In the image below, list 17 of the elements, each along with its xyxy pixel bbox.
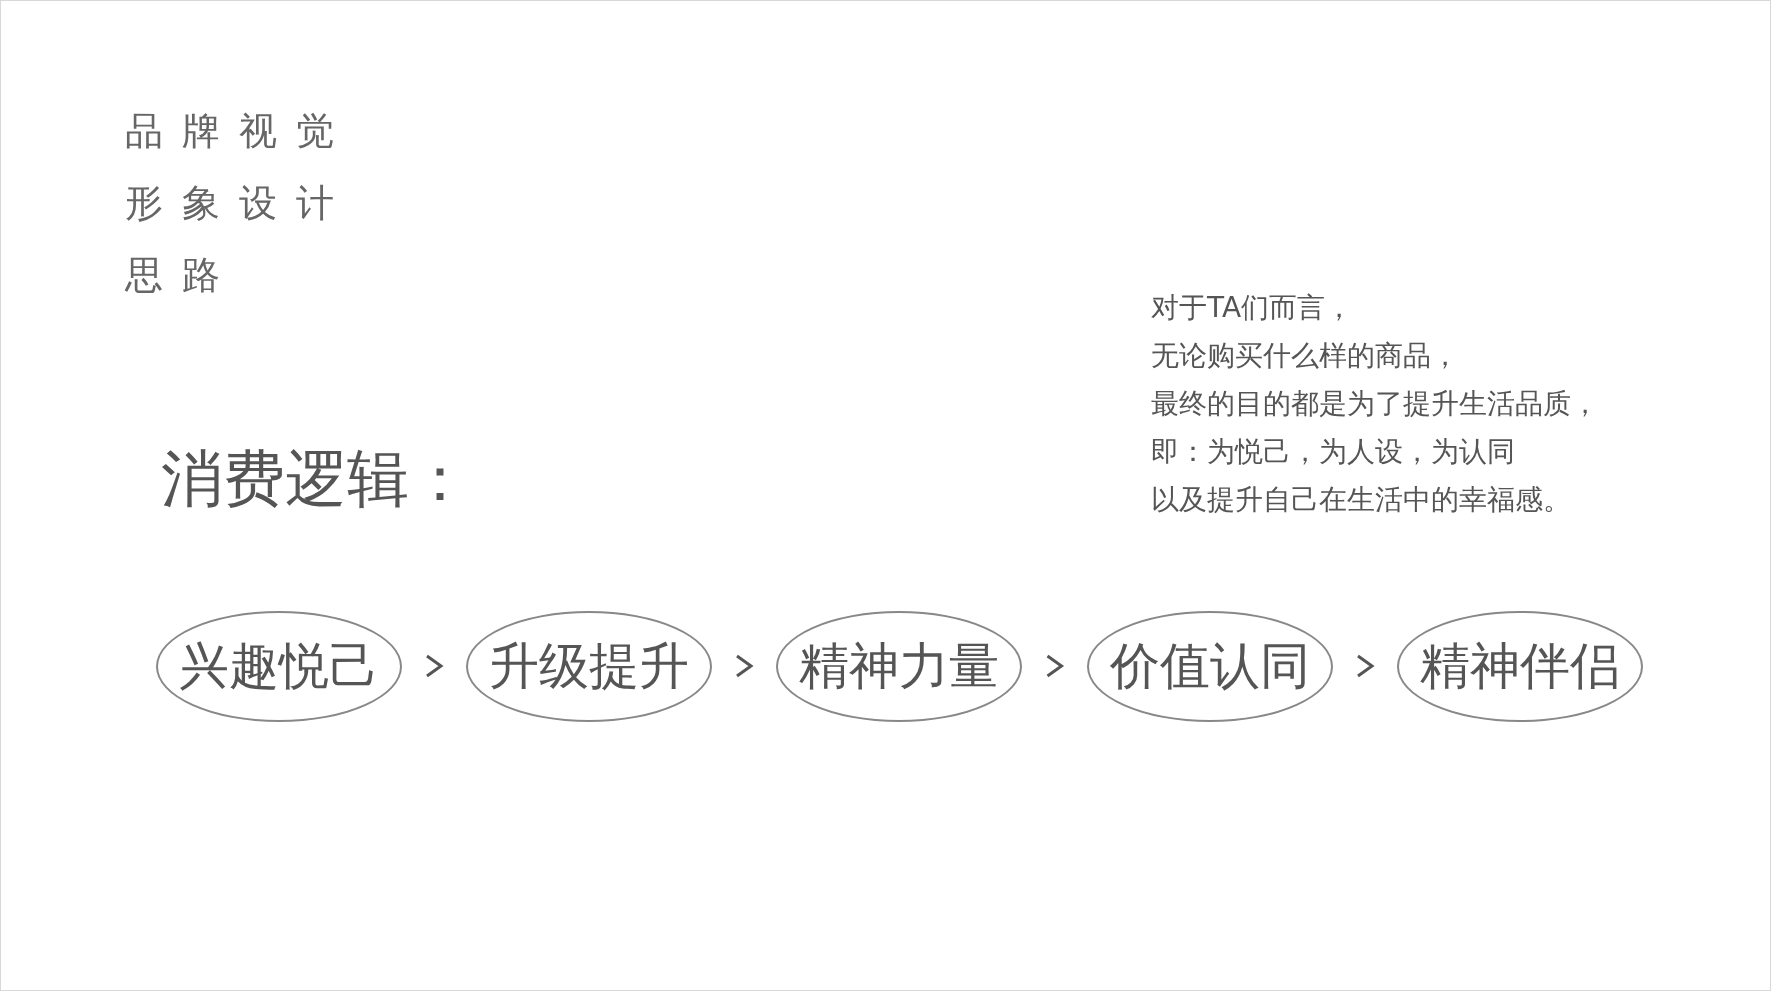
title: 品牌视觉形象设计思路 [125, 108, 354, 299]
ellipse-node [776, 610, 1022, 722]
text-line: 对于TA们而言， [1151, 290, 1355, 326]
text-line: 以及提升自己在生活中的幸福感。 [1151, 482, 1572, 518]
ellipse-node [466, 610, 712, 722]
node-label: 兴趣悦己 [179, 635, 379, 697]
heading: 消费逻辑： [161, 441, 471, 517]
node-label: 精神伴侣 [1420, 635, 1620, 697]
text-line: 无论购买什么样的商品， [1151, 338, 1460, 374]
ellipse-node [1087, 610, 1333, 722]
text-line: 最终的目的都是为了提升生活品质， [1151, 386, 1599, 422]
node-label: 价值认同 [1110, 635, 1310, 697]
ellipse-node [156, 610, 402, 722]
node-label: 升级提升 [489, 635, 689, 697]
node-label: 精神力量 [799, 635, 999, 697]
text-line: 即：为悦己，为人设，为认同 [1151, 434, 1516, 470]
ellipse-node [1397, 610, 1643, 722]
